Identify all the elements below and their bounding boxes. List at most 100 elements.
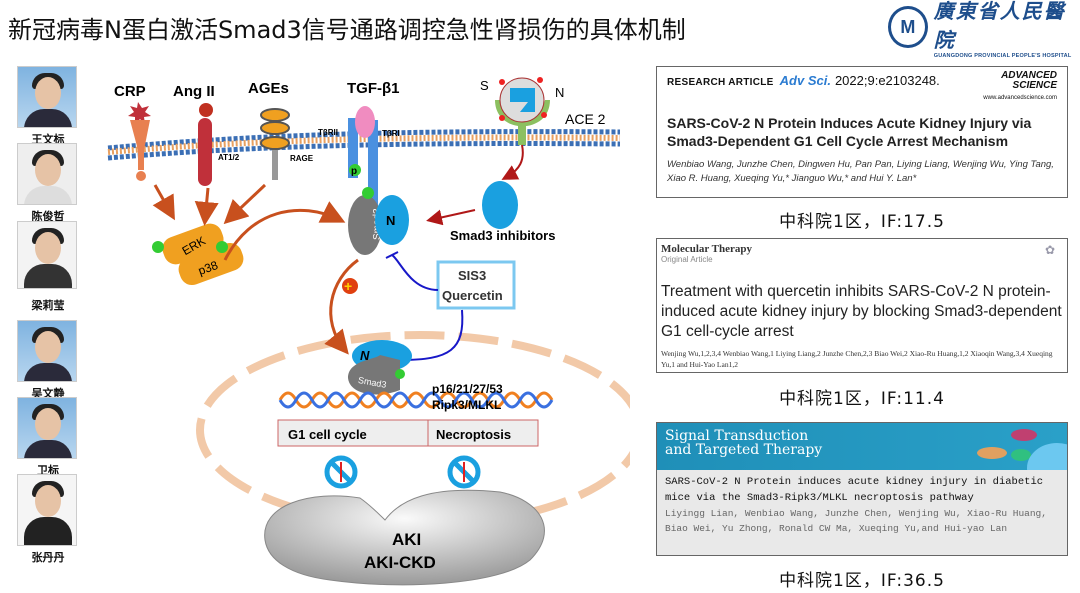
team-member: 卫标 <box>17 397 79 478</box>
article-type: RESEARCH ARTICLE <box>667 77 774 88</box>
impact-factor: 中科院1区，IF:36.5 <box>779 571 945 591</box>
arrow <box>324 258 359 355</box>
journal-name: Molecular Therapy <box>661 243 752 255</box>
member-name: 陈俊哲 <box>31 210 65 223</box>
crp-receptor <box>130 120 150 170</box>
label-aki: AKI <box>392 530 421 549</box>
rage-receptor <box>260 108 290 180</box>
avatar <box>17 320 77 382</box>
label-crp: CRP <box>114 83 146 100</box>
member-name: 吴文静 <box>31 387 65 400</box>
paper-authors: Wenjing Wu,1,2,3,4 Wenbiao Wang,1 Liying… <box>661 349 1053 369</box>
smad3-nuclear <box>348 355 400 395</box>
inhibitors-box <box>436 260 516 310</box>
paper-authors: Wenbiao Wang, Junzhe Chen, Dingwen Hu, P… <box>667 159 1054 184</box>
paper-card-molecular-therapy: Molecular Therapy Original Article ✿ Tre… <box>656 238 1068 373</box>
journal-brand: ADVANCED SCIENCE <box>1001 70 1057 91</box>
necroptosis-box <box>427 419 539 447</box>
activation-plus-icon <box>342 278 358 294</box>
label-sis3: SIS3 <box>458 268 486 283</box>
arrow <box>426 209 476 226</box>
paper-title: SARS-CoV-2 N Protein Induces Acute Kidne… <box>667 115 1032 149</box>
label-tbrii: TβRII <box>318 128 338 137</box>
label-n: N <box>555 85 564 100</box>
impact-factor: 中科院1区，IF:17.5 <box>779 212 945 232</box>
member-name: 梁莉莹 <box>31 299 65 312</box>
label-rage: RAGE <box>290 154 314 163</box>
journal-banner: Signal Transduction and Targeted Therapy <box>657 423 1067 470</box>
paper-card-adv-sci: RESEARCH ARTICLE Adv Sci.2022;9:e2103248.… <box>656 66 1068 198</box>
ang-ii-icon <box>199 103 213 117</box>
tbri-receptor <box>368 120 378 208</box>
journal-name-line2: and Targeted Therapy <box>665 442 823 458</box>
label-p38: p38 <box>196 258 220 278</box>
arrow <box>194 187 219 226</box>
member-name: 张丹丹 <box>31 551 65 564</box>
label-n-nuclear: N <box>360 348 370 363</box>
block-icon <box>324 455 358 489</box>
arrow <box>152 184 175 221</box>
at-receptor <box>198 118 212 186</box>
label-genes-necroptosis: Ripk3/MLKL <box>432 398 501 412</box>
team-member: 张丹丹 <box>17 474 79 565</box>
label-ang-ii: Ang II <box>173 83 215 100</box>
hospital-name-en: GUANGDONG PROVINCIAL PEOPLE'S HOSPITAL <box>933 53 1072 59</box>
n-protein <box>375 195 409 245</box>
avatar <box>17 143 77 205</box>
tbrii-receptor <box>348 118 358 178</box>
erk-p38-kinases <box>152 223 244 286</box>
arrow <box>223 201 346 261</box>
paper-title: SARS-CoV-2 N Protein induces acute kidne… <box>665 476 1044 504</box>
team-member: 陈俊哲 <box>17 143 79 224</box>
label-aki-ckd: AKI-CKD <box>364 553 436 572</box>
article-type: Original Article <box>661 255 713 264</box>
paper-title: Treatment with quercetin inhibits SARS-C… <box>661 283 1062 340</box>
label-quercetin: Quercetin <box>442 288 503 303</box>
nucleus-membrane <box>196 331 630 529</box>
mechanism-diagram: CRP Ang II AGEs TGF-β1 AT1/2 RAGE TβRII … <box>107 77 630 586</box>
arrow <box>223 183 267 225</box>
label-at1-2: AT1/2 <box>218 153 240 162</box>
cell-membrane <box>107 129 621 161</box>
free-n-protein <box>482 181 518 229</box>
journal-name: Adv Sci. <box>779 73 831 88</box>
citation: 2022;9:e2103248. <box>834 73 940 88</box>
avatar <box>17 221 77 289</box>
plus-label: + <box>344 278 352 294</box>
label-necroptosis: Necroptosis <box>436 427 511 442</box>
tgf-b1-icon <box>355 106 375 138</box>
label-g1-cell-cycle: G1 cell cycle <box>288 427 367 442</box>
avatar <box>17 66 77 128</box>
label-tgf-b1: TGF-β1 <box>347 80 400 97</box>
avatar <box>17 397 77 459</box>
journal-url: www.advancedscience.com <box>983 95 1057 101</box>
g1-cell-cycle-box <box>277 419 429 447</box>
paper-card-sttt: Signal Transduction and Targeted Therapy… <box>656 422 1068 556</box>
journal-name-line1: Signal Transduction <box>665 428 809 444</box>
journal-logo-icon: ✿ <box>1044 243 1055 257</box>
label-ages: AGEs <box>248 80 289 97</box>
crp-icon <box>128 102 151 124</box>
slide-title: 新冠病毒N蛋白激活Smad3信号通路调控急性肾损伤的具体机制 <box>8 16 686 44</box>
hospital-seal-icon: M <box>888 6 928 48</box>
label-smad3-nuclear: Smad3 <box>357 375 387 390</box>
sars-cov-2-virus-icon <box>495 77 550 145</box>
kidney-icon <box>264 489 545 586</box>
hospital-name-cn: 廣東省人民醫院 <box>933 0 1066 52</box>
team-member: 王文标 <box>17 66 79 147</box>
label-smad3-inhibitors: Smad3 inhibitors <box>450 228 555 243</box>
inhibition-line <box>399 309 464 361</box>
paper-authors: Liyingg Lian, Wenbiao Wang, Junzhe Chen,… <box>665 508 1047 534</box>
block-icon <box>447 455 481 489</box>
phospho-label: p <box>351 166 357 177</box>
label-ace2: ACE 2 <box>565 111 606 127</box>
label-genes-cell-cycle: p16/21/27/53 <box>432 382 503 396</box>
inhibition-line <box>391 254 439 291</box>
team-member: 吴文静 <box>17 320 79 401</box>
avatar <box>17 474 77 546</box>
label-n-protein: N <box>386 213 395 228</box>
smad3-protein <box>348 195 382 255</box>
label-tbri: TβRI <box>382 129 400 138</box>
dna-helix <box>278 391 554 409</box>
